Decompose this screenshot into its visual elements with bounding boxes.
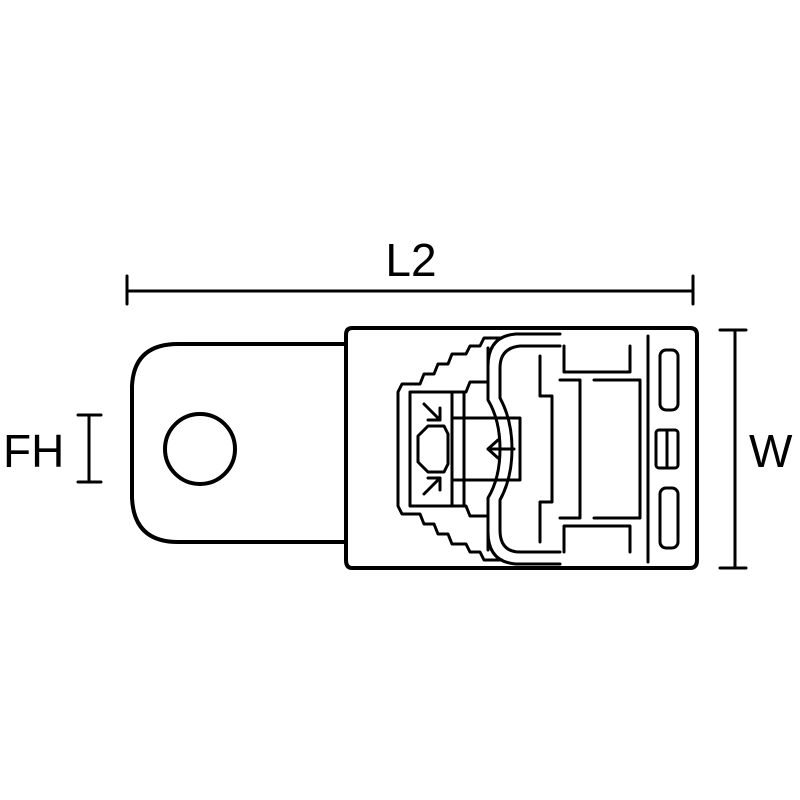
inner-block <box>538 354 554 544</box>
latch-arrow-up-icon <box>422 402 442 422</box>
latch-knob <box>416 424 450 474</box>
latch-channel <box>450 390 522 508</box>
clip-body-outline <box>344 326 699 570</box>
right-frame-bridge <box>592 378 642 520</box>
inner-block-recess <box>558 378 582 520</box>
latch-housing-contour <box>396 336 502 562</box>
dimension-w: W <box>718 328 793 570</box>
dimension-fh: FH <box>3 413 103 484</box>
mounting-tab-outline <box>130 342 348 544</box>
dimension-w-label: W <box>749 425 793 477</box>
mounting-tab <box>130 342 348 544</box>
right-frame <box>562 344 632 554</box>
right-slot-top <box>658 348 680 412</box>
dimension-l2: L2 <box>125 234 695 306</box>
spring-band-outer <box>486 332 562 566</box>
spring-band-inner <box>498 344 562 554</box>
right-slot-bottom <box>658 486 680 550</box>
latch-arrow-down-icon <box>422 476 442 496</box>
dimension-fh-label: FH <box>3 425 64 477</box>
clip-body <box>344 326 699 570</box>
fixing-hole <box>163 412 237 486</box>
dimension-l2-label: L2 <box>385 234 436 286</box>
latch-housing-inner <box>408 346 490 552</box>
